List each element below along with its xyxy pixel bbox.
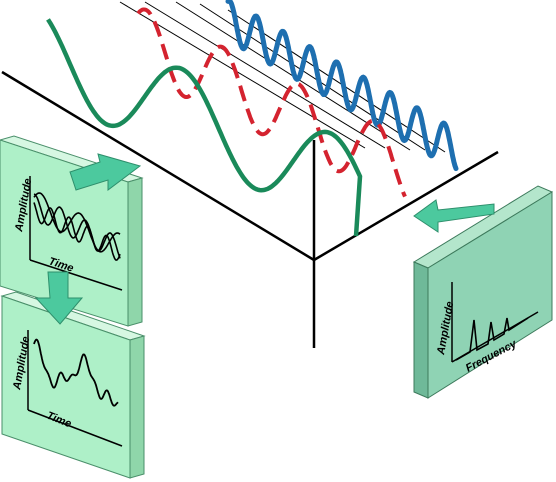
high-frequency-wave [225,0,459,172]
three-d-axes [1,70,499,348]
time-domain-panel-sum: Amplitude Time [0,291,146,479]
time-domain-panel-mixed: Amplitude Time [0,135,144,327]
frequency-domain-panel: Amplitude Frequency [412,185,554,399]
spectrum-line [455,317,529,361]
arrow-right-icon [69,153,142,191]
low-frequency-wave [46,18,363,237]
arrow-down-icon [34,271,84,325]
baseline-guides [119,1,446,153]
frequency-axis-line [313,150,499,262]
mid-frequency-wave [136,7,407,198]
time-axis-line [1,70,315,262]
arrow-left-icon [413,199,495,233]
